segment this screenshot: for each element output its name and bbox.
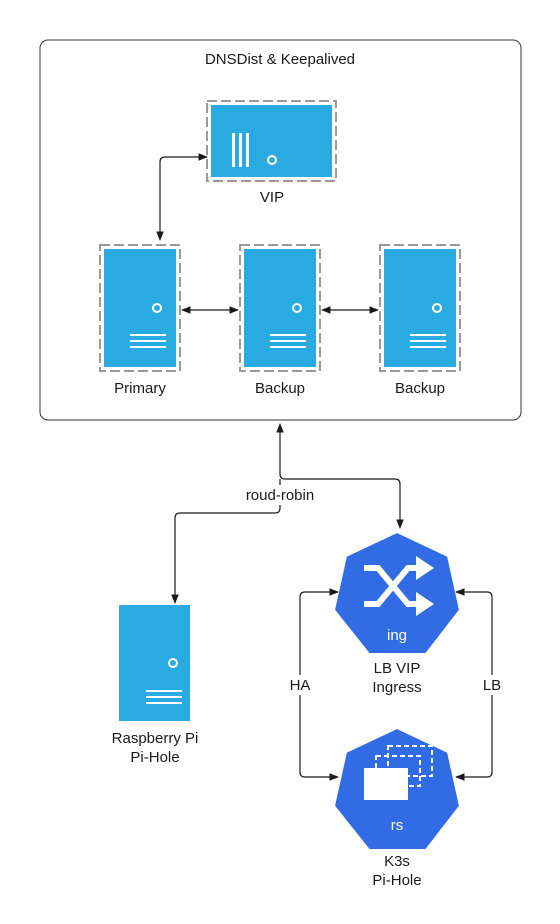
server-led-icon: [168, 658, 178, 668]
backup-server-node-1[interactable]: Backup: [239, 244, 321, 397]
shuffle-icon: [364, 565, 418, 607]
server-led-icon: [292, 303, 302, 313]
vip-label: VIP: [260, 189, 284, 206]
k3s-label-line2: Pi-Hole: [372, 872, 421, 889]
primary-server-node[interactable]: Primary: [99, 244, 181, 397]
ha-label: HA: [290, 677, 311, 694]
server-vent-icon: [146, 690, 182, 692]
k3s-label-line1: K3s: [384, 853, 410, 870]
primary-label: Primary: [114, 380, 166, 397]
pihole-label-line1: Raspberry Pi: [112, 730, 199, 747]
ingress-badge: ing: [387, 627, 407, 644]
edge-container-ingress: [276, 423, 404, 529]
replicaset-icon: [364, 745, 433, 800]
container-title: DNSDist & Keepalived: [205, 51, 355, 68]
vip-rail-icon: [232, 133, 235, 167]
server-led-icon: [432, 303, 442, 313]
server-led-icon: [152, 303, 162, 313]
ingress-label-line2: Ingress: [372, 679, 421, 696]
pihole-label-line2: Pi-Hole: [130, 749, 179, 766]
edge-roundrobin-pihole: [171, 479, 281, 604]
server-vent-icon: [410, 334, 446, 336]
lb-label: LB: [483, 677, 501, 694]
server-vent-icon: [270, 334, 306, 336]
vip-led-icon: [267, 155, 277, 165]
backup-label-1: Backup: [255, 380, 305, 397]
roundrobin-label: roud-robin: [246, 487, 314, 504]
ingress-node[interactable]: ing LB VIP Ingress: [333, 531, 461, 696]
server-vent-icon: [130, 334, 166, 336]
vip-node[interactable]: VIP: [206, 100, 337, 206]
raspberry-pi-node[interactable]: Raspberry Pi Pi-Hole: [112, 605, 199, 766]
edge-vip-primary: [156, 153, 208, 241]
k3s-badge: rs: [391, 817, 404, 834]
k3s-node[interactable]: rs K3s Pi-Hole: [333, 727, 461, 889]
backup-label-2: Backup: [395, 380, 445, 397]
backup-server-node-2[interactable]: Backup: [379, 244, 461, 397]
ingress-label-line1: LB VIP: [374, 660, 421, 677]
